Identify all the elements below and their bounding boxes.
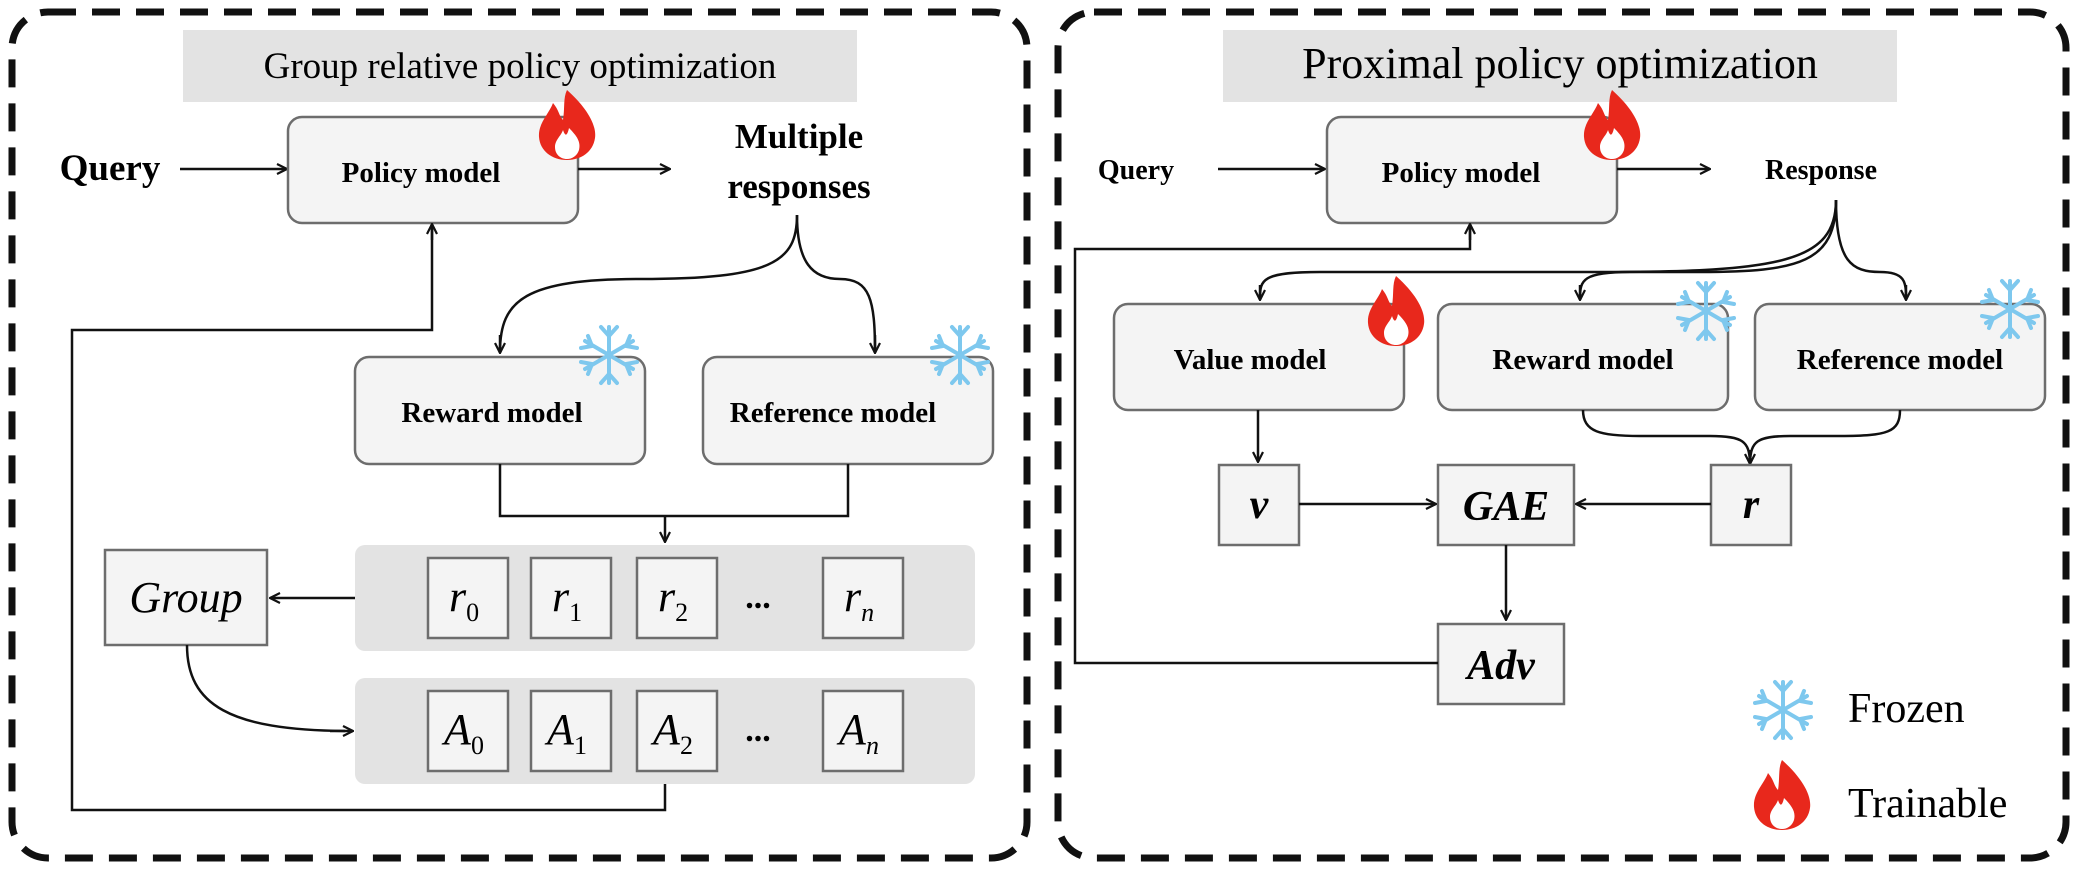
grpo-advantage-subscript: n (866, 731, 879, 760)
ppo-v-box (1217, 463, 1301, 547)
grpo-advantage-letter: A (441, 705, 472, 754)
grpo-feedback-loop-line (70, 225, 667, 812)
grpo-responses-label: responses (727, 167, 870, 206)
svg-text:r0: r0 (449, 572, 479, 627)
grpo-rewards-ellipsis: ... (745, 579, 771, 616)
ppo-policy-model-label: Policy model (1382, 157, 1541, 189)
grpo-advantages-ellipsis: ... (745, 712, 771, 749)
grpo-reference-snowflake-icon (930, 325, 990, 385)
grpo-panel: Group relative policy optimization Query… (8, 8, 1031, 862)
ppo-value-flame-icon (1367, 276, 1425, 346)
ppo-response-curve-reference (1834, 199, 1908, 299)
grpo-policy-model-label: Policy model (342, 157, 501, 189)
ppo-gae-label: GAE (1463, 484, 1549, 530)
grpo-advantage-subscript: 2 (680, 731, 693, 760)
ppo-v-label: v (1250, 482, 1270, 528)
svg-text:A0: A0 (441, 705, 484, 760)
grpo-reward-r2: r2 (635, 556, 719, 640)
grpo-advantage-subscript: 0 (471, 731, 484, 760)
grpo-reward-r1: r1 (529, 556, 613, 640)
ppo-reward-merge-curve (1581, 409, 1752, 463)
grpo-advantage-a1: A1 (529, 689, 613, 773)
svg-text:r1: r1 (552, 572, 582, 627)
legend-flame-icon (1753, 760, 1811, 830)
grpo-reward-rn: rn (821, 556, 905, 640)
grpo-group-box (103, 548, 269, 647)
grpo-reward-subscript: n (861, 598, 874, 627)
grpo-reward-snowflake-icon (579, 325, 639, 385)
grpo-reward-letter: r (658, 572, 676, 621)
svg-text:r2: r2 (658, 572, 688, 627)
ppo-value-model-label: Value model (1174, 344, 1327, 376)
grpo-multiple-label: Multiple (735, 117, 863, 156)
grpo-advantage-an: An (821, 689, 905, 773)
grpo-advantage-letter: A (544, 705, 575, 754)
svg-text:An: An (836, 705, 879, 760)
grpo-query-label: Query (60, 148, 161, 189)
ppo-response-curve-reward (1578, 199, 1838, 299)
legend-frozen-label: Frozen (1848, 686, 1965, 732)
grpo-advantage-subscript: 1 (574, 731, 587, 760)
svg-text:A2: A2 (650, 705, 693, 760)
ppo-adv-label: Adv (1464, 643, 1536, 689)
grpo-group-label: Group (129, 573, 242, 622)
grpo-advantage-letter: A (836, 705, 867, 754)
grpo-advantage-a2: A2 (635, 689, 719, 773)
svg-text:rn: rn (844, 572, 874, 627)
grpo-panel-border (8, 8, 1031, 862)
grpo-reward-subscript: 2 (675, 598, 688, 627)
ppo-feedback-loop-line (1073, 225, 1472, 665)
ppo-panel-border (1054, 8, 2070, 862)
legend-snowflake-icon (1753, 680, 1813, 740)
ppo-reference-model-label: Reference model (1797, 344, 2003, 376)
grpo-title-bar (183, 30, 857, 102)
ppo-r-label: r (1743, 482, 1760, 528)
ppo-title: Proximal policy optimization (1302, 39, 1818, 88)
ppo-gae-box (1436, 463, 1576, 547)
ppo-title-bar (1223, 30, 1897, 102)
grpo-reward-subscript: 0 (466, 598, 479, 627)
ppo-response-label: Response (1765, 155, 1877, 186)
ppo-r-box (1709, 463, 1793, 547)
ppo-reference-merge-curve (1748, 409, 1902, 463)
grpo-responses-curve-right (795, 214, 877, 353)
grpo-reward-letter: r (449, 572, 467, 621)
legend-trainable-label: Trainable (1848, 781, 2007, 827)
ppo-reward-model-label: Reward model (1492, 344, 1673, 376)
legend: Frozen Trainable (1753, 680, 2007, 830)
grpo-models-merge-line (498, 464, 850, 518)
grpo-title: Group relative policy optimization (264, 46, 777, 87)
ppo-panel: Proximal policy optimization Query Polic… (1054, 8, 2070, 862)
grpo-reward-model-label: Reward model (401, 397, 582, 429)
ppo-query-label: Query (1098, 155, 1174, 186)
grpo-reward-letter: r (552, 572, 570, 621)
grpo-group-to-advantages-curve (185, 644, 346, 733)
svg-text:A1: A1 (544, 705, 587, 760)
grpo-responses-curve-left (498, 214, 799, 353)
grpo-reward-subscript: 1 (569, 598, 582, 627)
grpo-advantage-letter: A (650, 705, 681, 754)
grpo-reference-model-label: Reference model (730, 397, 936, 429)
grpo-reward-letter: r (844, 572, 862, 621)
grpo-advantage-a0: A0 (426, 689, 510, 773)
grpo-reward-r0: r0 (426, 556, 510, 640)
